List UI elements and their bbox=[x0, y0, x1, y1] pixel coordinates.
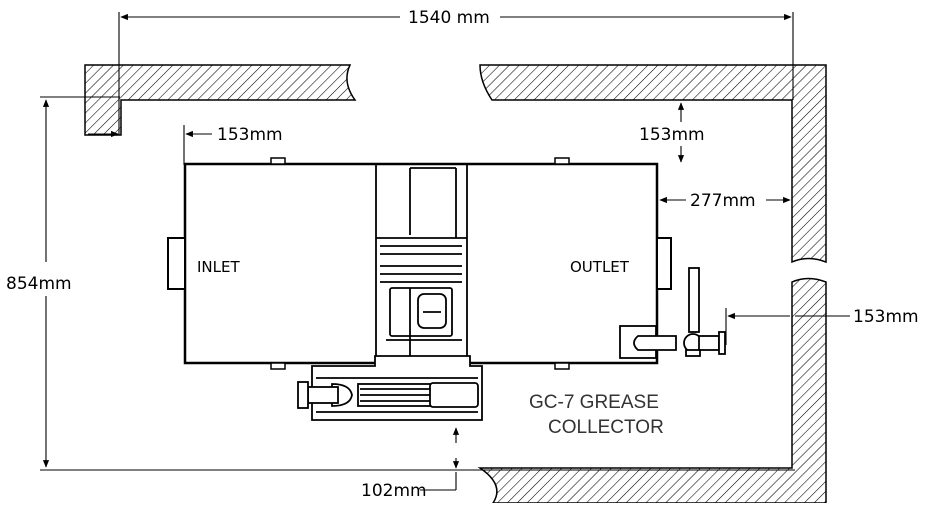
outlet-label: OUTLET bbox=[570, 258, 630, 276]
valve-clearance-dimension bbox=[725, 308, 850, 345]
drain-base-assembly bbox=[297, 355, 483, 421]
valve-clearance-label: 153mm bbox=[853, 307, 919, 327]
mounting-tabs bbox=[270, 157, 570, 370]
grease-collector-unit bbox=[167, 157, 726, 421]
bottom-clearance-label: 102mm bbox=[361, 481, 427, 501]
center-strainer-column bbox=[375, 164, 468, 359]
inlet-label: INLET bbox=[197, 258, 240, 276]
overall-height-dimension bbox=[40, 96, 795, 471]
left-clearance-label: 153mm bbox=[217, 125, 283, 145]
wall-top-right bbox=[479, 64, 827, 264]
inlet-lug bbox=[167, 237, 186, 290]
wall-top-left bbox=[84, 64, 357, 136]
overall-width-dimension bbox=[118, 12, 794, 135]
top-clearance-label: 153mm bbox=[639, 125, 705, 145]
outlet-valve-assembly bbox=[619, 267, 726, 359]
product-caption-line1: GC-7 GREASE bbox=[529, 392, 659, 413]
left-clearance-dimension bbox=[88, 125, 212, 165]
overall-height-label: 854mm bbox=[6, 274, 72, 294]
bottom-clearance-dimension bbox=[420, 427, 460, 491]
outlet-lug bbox=[656, 237, 672, 290]
overall-width-label: 1540 mm bbox=[408, 8, 490, 28]
right-clearance-label: 277mm bbox=[690, 191, 756, 211]
product-caption-line2: COLLECTOR bbox=[548, 417, 664, 438]
